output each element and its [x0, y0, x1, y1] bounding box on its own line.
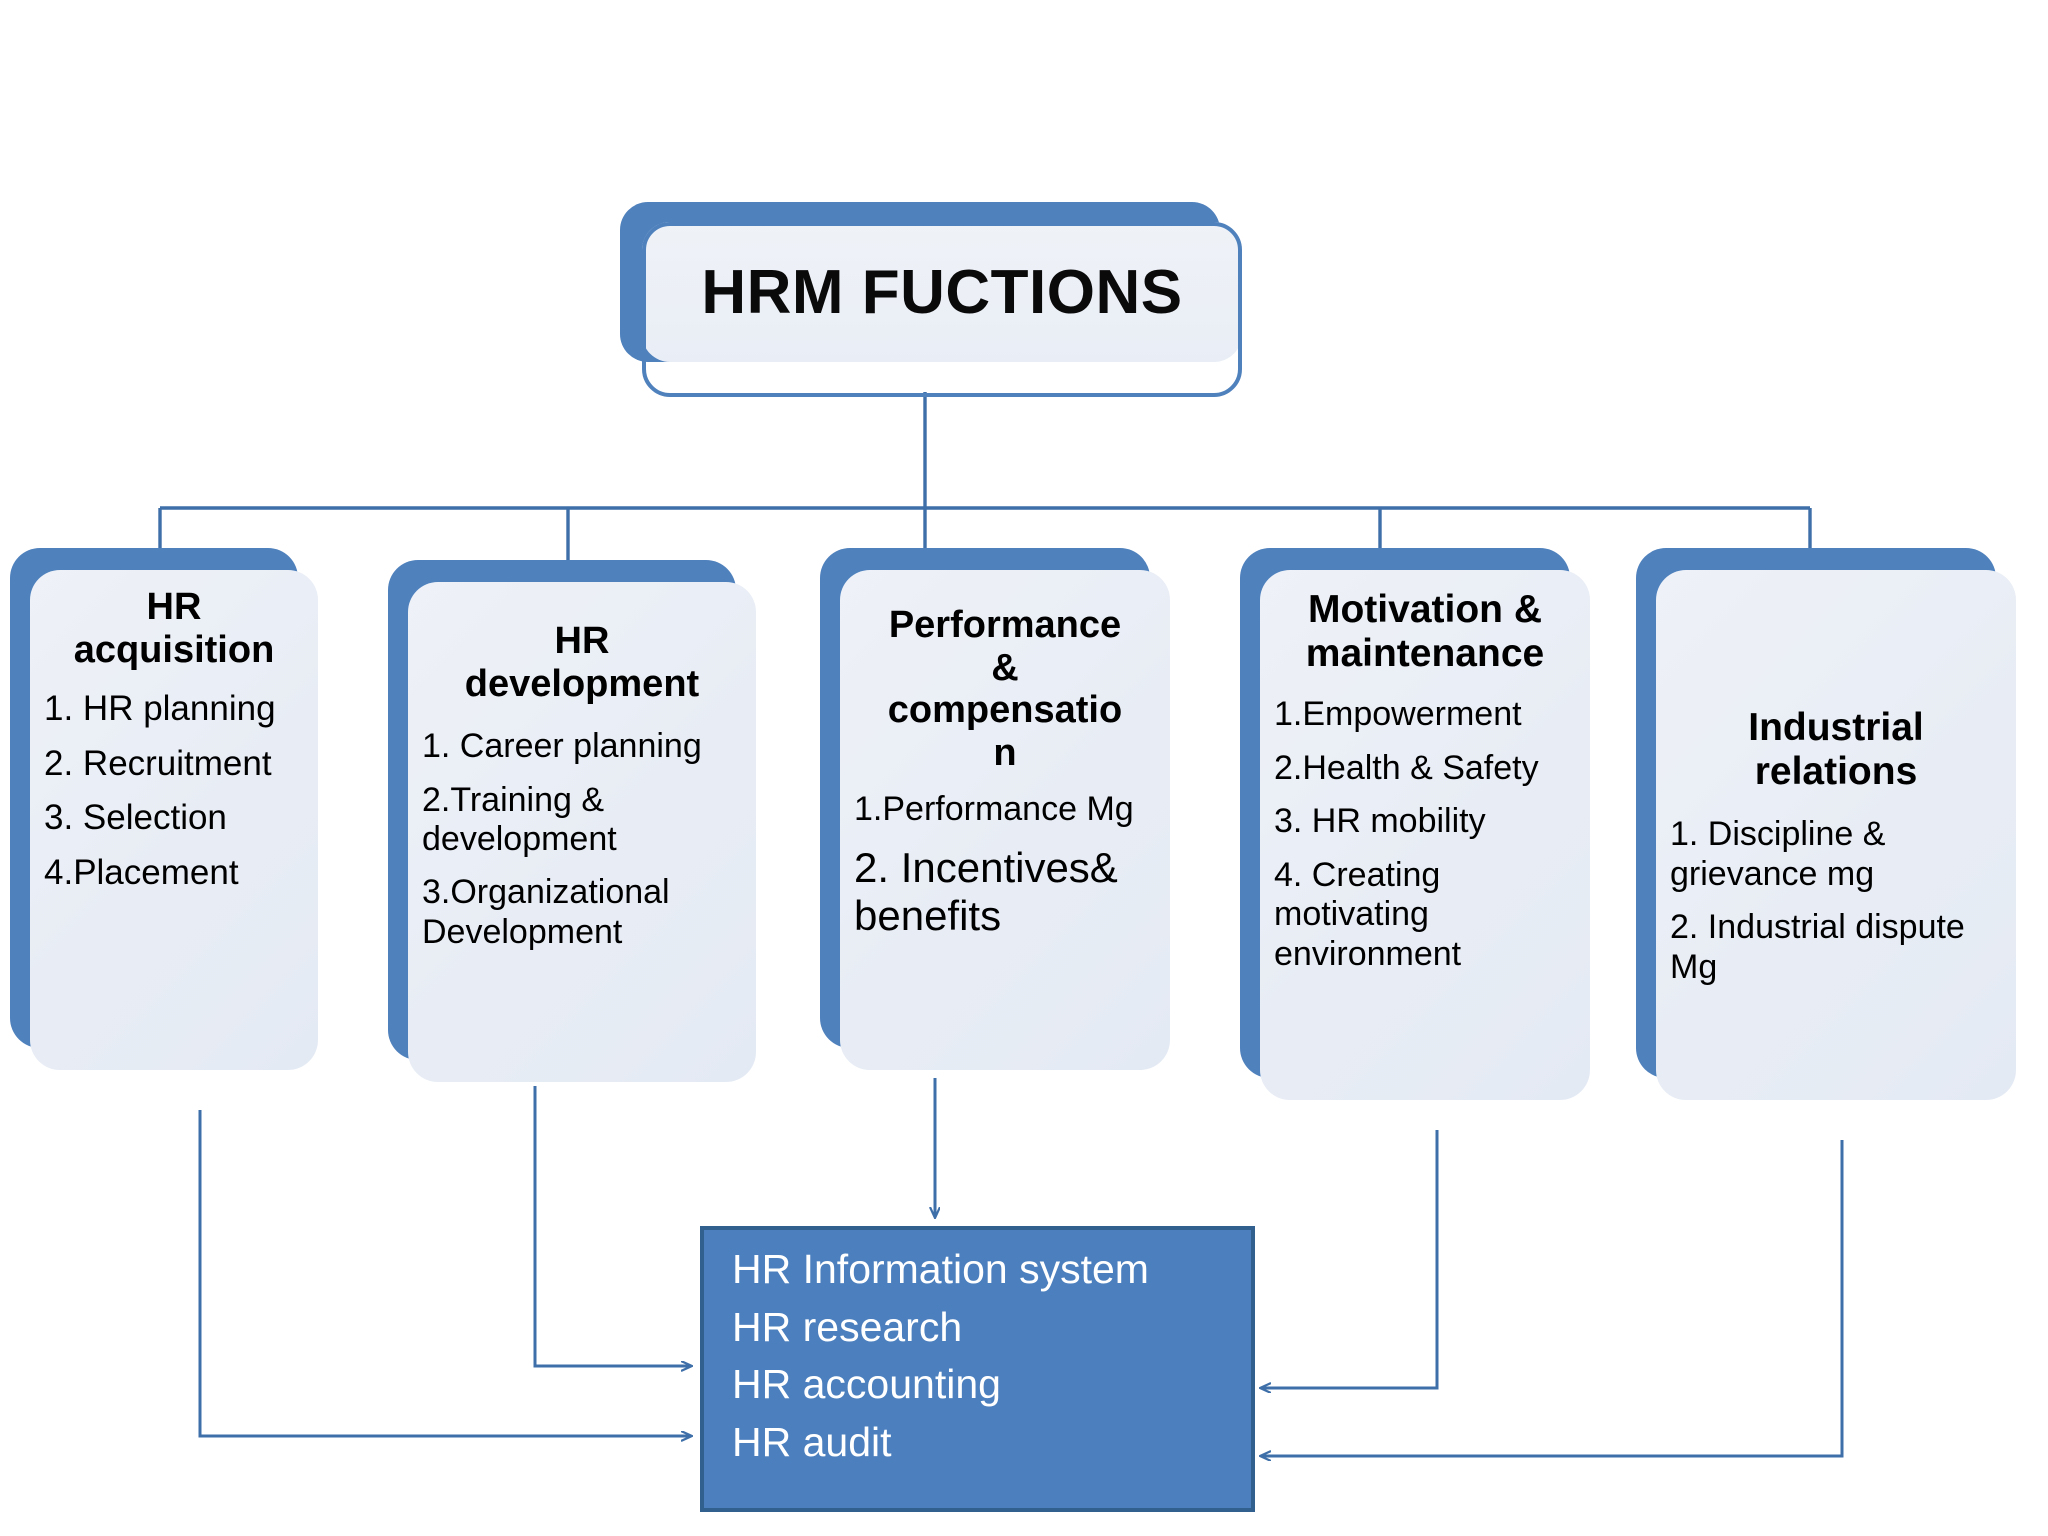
node-hr-acquisition[interactable]: HR acquisition 1. HR planning 2. Recruit… — [10, 548, 318, 1070]
root-node-outline — [642, 222, 1242, 397]
node-heading: HR development — [464, 620, 700, 705]
node-industrial-relations[interactable]: Industrial relations 1. Discipline & gri… — [1636, 548, 2016, 1100]
list-item: 3. HR mobility — [1274, 802, 1486, 841]
node-heading: Performance & compensatio n — [887, 604, 1123, 774]
root-node-title: HRM FUCTIONS — [701, 257, 1183, 327]
list-item: 3. Selection — [44, 798, 227, 838]
bottom-box-line: HR audit — [732, 1418, 892, 1465]
bottom-box-line: HR research — [732, 1303, 963, 1350]
list-item: 1.Performance Mg — [854, 790, 1134, 829]
node-face — [840, 570, 1170, 1070]
list-item: 2. Incentives& benefits — [854, 843, 1118, 939]
node-content: Industrial relations 1. Discipline & gri… — [1656, 570, 2016, 1100]
bottom-box-line: HR accounting — [732, 1361, 1001, 1408]
node-content: Performance & compensatio n 1.Performanc… — [840, 570, 1170, 1070]
node-heading: HR acquisition — [73, 586, 275, 671]
node-heading: Motivation & maintenance — [1305, 588, 1545, 675]
node-hr-information-system[interactable]: HR Information system HR research HR acc… — [700, 1226, 1255, 1512]
list-item: 1. Career planning — [422, 727, 702, 766]
list-item: 2.Training & development — [422, 780, 617, 858]
node-face — [1260, 570, 1590, 1100]
node-item-list: 1. Career planning 2.Training & developm… — [422, 727, 742, 952]
node-face — [1656, 570, 2016, 1100]
node-content: Motivation & maintenance 1.Empowerment 2… — [1260, 570, 1590, 1100]
list-item: 4.Placement — [44, 852, 239, 892]
list-item: 1.Empowerment — [1274, 695, 1522, 734]
node-item-list: 1.Performance Mg 2. Incentives& benefits — [854, 790, 1156, 939]
list-item: 2. Recruitment — [44, 743, 272, 783]
list-item: 2. Industrial dispute Mg — [1670, 908, 1965, 986]
list-item: 2.Health & Safety — [1274, 748, 1539, 787]
list-item: 1. HR planning — [44, 689, 276, 729]
list-item: 4. Creating motivating environment — [1274, 855, 1462, 973]
node-face — [408, 582, 756, 1082]
node-performance-compensation[interactable]: Performance & compensatio n 1.Performanc… — [820, 548, 1170, 1070]
node-heading: Industrial relations — [1748, 706, 1924, 793]
node-item-list: 1. HR planning 2. Recruitment 3. Selecti… — [44, 689, 304, 893]
bottom-box-line: HR Information system — [732, 1246, 1149, 1292]
node-item-list: 1. Discipline & grievance mg 2. Industri… — [1670, 815, 2002, 987]
node-face — [30, 570, 318, 1070]
node-motivation-maintenance[interactable]: Motivation & maintenance 1.Empowerment 2… — [1240, 548, 1590, 1100]
node-item-list: 1.Empowerment 2.Health & Safety 3. HR mo… — [1274, 695, 1576, 974]
root-node-face — [642, 222, 1242, 362]
node-content: HR acquisition 1. HR planning 2. Recruit… — [30, 570, 318, 1070]
node-content: HR development 1. Career planning 2.Trai… — [408, 582, 756, 1082]
list-item: 1. Discipline & grievance mg — [1670, 815, 1886, 893]
node-hr-development[interactable]: HR development 1. Career planning 2.Trai… — [388, 560, 756, 1082]
list-item: 3.Organizational Development — [422, 873, 670, 951]
root-node-hrm-functions[interactable]: HRM FUCTIONS — [620, 202, 1242, 397]
